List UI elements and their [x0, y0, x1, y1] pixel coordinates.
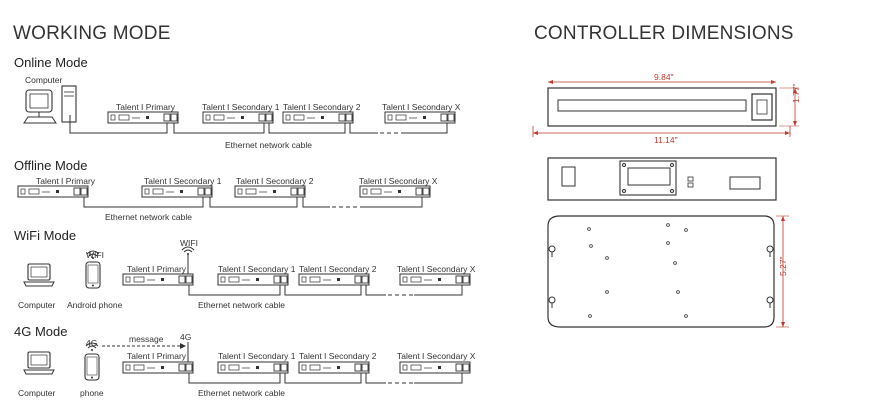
- secondary-1-label: Talent I Secondary 1: [218, 264, 296, 274]
- primary-controller: [122, 273, 194, 286]
- secondary-2-label: Talent I Secondary 2: [299, 351, 377, 361]
- secondary-x-label: Talent I Secondary X: [397, 264, 476, 274]
- primary-label: Talent I Primary: [127, 351, 187, 361]
- secondary-x-controller: [399, 273, 471, 286]
- working-mode-title: WORKING MODE: [13, 23, 171, 44]
- wifi-mode-heading: WiFi Mode: [14, 228, 77, 243]
- laptop-icon: [23, 351, 55, 375]
- secondary-1-label: Talent I Secondary 1: [218, 351, 296, 361]
- primary-controller: [107, 111, 179, 124]
- width-inner-label: 9.84": [654, 72, 674, 82]
- secondary-2-controller: [298, 273, 370, 286]
- height-label: 1.77": [791, 83, 801, 103]
- top-view: [547, 215, 789, 328]
- side-view: [547, 157, 777, 201]
- android-phone-label: Android phone: [67, 300, 123, 310]
- secondary-x-label: Talent I Secondary X: [359, 176, 438, 186]
- primary-label: Talent I Primary: [127, 264, 187, 274]
- cable-label: Ethernet network cable: [105, 212, 192, 222]
- secondary-1-controller: [202, 111, 274, 124]
- secondary-1-controller: [141, 185, 213, 198]
- secondary-x-label: Talent I Secondary X: [397, 351, 476, 361]
- secondary-2-label: Talent I Secondary 2: [283, 102, 361, 112]
- secondary-1-label: Talent I Secondary 1: [144, 176, 222, 186]
- secondary-1-label: Talent I Secondary 1: [202, 102, 280, 112]
- computer-label: Computer: [25, 75, 63, 85]
- phone-label: phone: [80, 388, 104, 398]
- wifi-mode-diagram: [23, 246, 471, 296]
- secondary-2-controller: [234, 185, 306, 198]
- online-mode-heading: Online Mode: [14, 55, 88, 70]
- computer-label: Computer: [18, 300, 56, 310]
- secondary-2-controller: [298, 361, 370, 374]
- primary-label: Talent I Primary: [36, 176, 96, 186]
- primary-label: Talent I Primary: [116, 102, 176, 112]
- computer-icon: [23, 85, 77, 124]
- cable-label: Ethernet network cable: [198, 388, 285, 398]
- secondary-x-controller: [399, 361, 471, 374]
- wifi-label: WIFI: [86, 250, 104, 260]
- 4g-label-controller: 4G: [180, 332, 192, 342]
- front-view: [532, 80, 799, 137]
- phone-icon: [84, 353, 100, 381]
- cable-label: Ethernet network cable: [225, 140, 312, 150]
- cable-label: Ethernet network cable: [198, 300, 285, 310]
- computer-label: Computer: [18, 388, 56, 398]
- message-label: message: [129, 334, 164, 344]
- 4g-mode-heading: 4G Mode: [14, 324, 68, 339]
- secondary-2-controller: [282, 111, 354, 124]
- android-phone-icon: [85, 261, 101, 289]
- primary-controller: [17, 185, 89, 198]
- secondary-1-controller: [217, 361, 289, 374]
- laptop-icon: [23, 263, 55, 287]
- wifi-icon: [181, 246, 195, 256]
- offline-mode-heading: Offline Mode: [14, 158, 88, 173]
- secondary-2-label: Talent I Secondary 2: [299, 264, 377, 274]
- 4g-label: 4G: [86, 338, 98, 348]
- secondary-1-controller: [217, 273, 289, 286]
- offline-mode-diagram: [17, 185, 431, 208]
- controller-dimensions-title: CONTROLLER DIMENSIONS: [534, 23, 794, 44]
- depth-label: 5.27": [778, 256, 788, 276]
- primary-controller: [122, 361, 194, 374]
- wifi-label-controller: WIFI: [180, 238, 198, 248]
- 4g-mode-diagram: [23, 342, 471, 384]
- secondary-x-label: Talent I Secondary X: [382, 102, 461, 112]
- online-mode-diagram: [23, 85, 456, 134]
- secondary-x-controller: [384, 111, 456, 124]
- secondary-x-controller: [359, 185, 431, 198]
- width-outer-label: 11.14": [654, 135, 678, 145]
- secondary-2-label: Talent I Secondary 2: [236, 176, 314, 186]
